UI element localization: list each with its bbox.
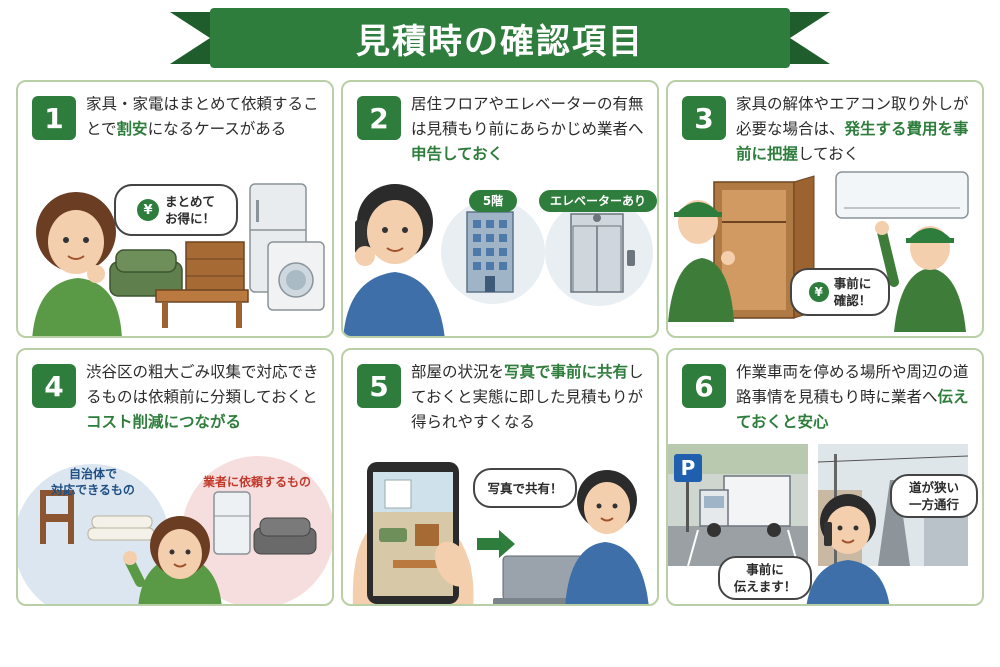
card-1-illustration (32, 183, 325, 336)
floor-tag: 5階 (469, 190, 517, 212)
yen-icon: ¥ (808, 282, 829, 302)
parking-sign-icon: P (674, 454, 702, 482)
yen-icon: ¥ (136, 199, 159, 221)
bubble-text: まとめて お得に！ (164, 194, 215, 226)
text-segment: 家具の解体やエアコン取り外しが必要な場合は、 (736, 95, 969, 138)
highlight-text: 伝えておくと安心 (736, 388, 969, 431)
road-bubble: 道が狭い 一方通行 (890, 474, 978, 518)
highlight-text: 写真で事前に共有 (504, 363, 629, 381)
highlight-text: 発生する費用を事前に把握 (736, 120, 969, 163)
step-number: 6 (682, 364, 726, 408)
page-title: 見積時の確認項目 (356, 21, 644, 62)
text-segment: になるケースがある (147, 120, 287, 138)
text-segment: 渋谷区の粗大ごみ収集で対応できるものは依頼前に分類しておくと (86, 363, 319, 406)
step-number: 2 (357, 96, 401, 140)
card-5-illustration (352, 462, 649, 604)
card-3: 3 家具の解体やエアコン取り外しが必要な場合は、発生する費用を事前に把握しておく… (666, 80, 984, 338)
ribbon-shape (170, 8, 830, 68)
speech-bubble: ¥事前に 確認！ (790, 268, 890, 316)
text-segment: 家具・家電はまとめて依頼することで (86, 95, 319, 138)
text-segment: 作業車両を停める場所や周辺の道路事情を見積もり時に業者へ (736, 363, 969, 406)
text-segment: しておくと実態に即した見積もりが得られやすくなる (411, 363, 644, 431)
card-5: 5 部屋の状況を写真で事前に共有しておくと実態に即した見積もりが得られやすくなる… (341, 348, 659, 606)
elevator-tag: エレベーターあり (539, 190, 657, 212)
step-number: 3 (682, 96, 726, 140)
text-segment: 部屋の状況を (411, 363, 505, 381)
municipal-label: 自治体で 対応できるもの (51, 467, 135, 497)
card-2: 2 居住フロアやエレベーターの有無は見積もり前にあらかじめ業者へ申告しておく 5… (341, 80, 659, 338)
card-3-illustration (668, 171, 969, 332)
card-6: 6 作業車両を停める場所や周辺の道路事情を見積もり時に業者へ伝えておくと安心 P… (666, 348, 984, 606)
card-1: 1 家具・家電はまとめて依頼することで割安になるケースがある ¥まとめて お得に… (16, 80, 334, 338)
highlight-text: コスト削減につながる (86, 413, 242, 431)
highlight-text: 申告しておく (411, 145, 504, 163)
text-segment: 居住フロアやエレベーターの有無は見積もり前にあらかじめ業者へ (411, 95, 644, 138)
highlight-text: 割安 (116, 120, 148, 138)
card-4-text: 渋谷区の粗大ごみ収集で対応できるものは依頼前に分類しておくとコスト削減につながる (86, 360, 328, 435)
step-number: 5 (357, 364, 401, 408)
vendor-label: 業者に依頼するもの (202, 475, 311, 489)
card-5-text: 部屋の状況を写真で事前に共有しておくと実態に即した見積もりが得られやすくなる (411, 360, 653, 435)
text-segment: しておく (798, 145, 860, 163)
card-6-text: 作業車両を停める場所や周辺の道路事情を見積もり時に業者へ伝えておくと安心 (736, 360, 978, 435)
card-2-illustration (343, 184, 653, 336)
step-number: 1 (32, 96, 76, 140)
speech-bubble: 写真で共有！ (473, 468, 577, 508)
step-number: 4 (32, 364, 76, 408)
card-3-text: 家具の解体やエアコン取り外しが必要な場合は、発生する費用を事前に把握しておく (736, 92, 978, 167)
title-banner: 見積時の確認項目 (170, 8, 830, 68)
card-4-illustration (18, 456, 332, 604)
card-1-text: 家具・家電はまとめて依頼することで割安になるケースがある (86, 92, 328, 142)
parking-sign-text: P (680, 456, 696, 480)
card-4: 4 渋谷区の粗大ごみ収集で対応できるものは依頼前に分類しておくとコスト削減につな… (16, 348, 334, 606)
tell-bubble: 事前に 伝えます！ (718, 556, 812, 600)
bubble-text: 事前に 確認！ (833, 276, 872, 308)
speech-bubble: ¥まとめて お得に！ (114, 184, 238, 236)
card-2-text: 居住フロアやエレベーターの有無は見積もり前にあらかじめ業者へ申告しておく (411, 92, 653, 167)
